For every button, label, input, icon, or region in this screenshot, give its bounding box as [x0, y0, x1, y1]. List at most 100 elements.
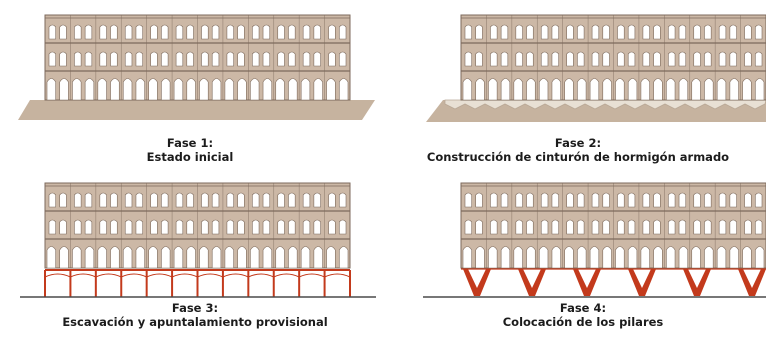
arch	[122, 78, 133, 101]
arch	[224, 78, 234, 101]
window	[124, 24, 133, 40]
window	[617, 219, 625, 235]
shoring-brace	[273, 273, 300, 278]
window	[718, 219, 727, 235]
window	[338, 219, 347, 235]
building-facade	[44, 182, 351, 269]
window	[678, 192, 687, 208]
arch	[640, 246, 650, 269]
window	[262, 192, 271, 208]
window	[110, 24, 118, 40]
window	[288, 24, 296, 40]
shoring-brace	[324, 273, 351, 278]
window	[526, 24, 534, 40]
window	[237, 24, 245, 40]
window	[464, 24, 473, 40]
window	[693, 51, 701, 67]
arch	[161, 78, 171, 101]
shoring-brace	[248, 273, 274, 278]
ground-slab-shape	[18, 100, 375, 120]
belt-shape	[444, 99, 766, 110]
arch	[148, 78, 158, 101]
phase-2-panel: Fase 2: Construcción de cinturón de horm…	[383, 0, 766, 175]
window	[124, 51, 133, 67]
window	[328, 24, 336, 40]
window	[642, 24, 650, 40]
temporary-shoring	[44, 269, 351, 297]
v-pillar	[628, 269, 656, 296]
window	[201, 219, 209, 235]
v-pillar	[463, 269, 491, 296]
window	[475, 24, 483, 40]
window	[744, 192, 752, 208]
window	[84, 51, 93, 67]
window	[110, 51, 118, 67]
building-facade	[460, 182, 766, 269]
window	[201, 51, 209, 67]
window	[744, 219, 752, 235]
window	[237, 192, 245, 208]
window	[288, 192, 296, 208]
window	[515, 51, 523, 67]
arch	[678, 246, 689, 269]
arch	[716, 78, 727, 101]
window	[59, 51, 67, 67]
shoring-brace	[146, 273, 173, 278]
window	[252, 192, 260, 208]
window	[237, 51, 245, 67]
window	[475, 219, 483, 235]
window	[252, 24, 260, 40]
window	[718, 192, 727, 208]
arch	[97, 78, 107, 101]
building-facade	[44, 14, 351, 101]
arch	[275, 246, 285, 269]
window	[277, 219, 285, 235]
phase-1-label: Fase 1:	[166, 136, 214, 150]
arch	[300, 78, 311, 101]
window	[175, 192, 184, 208]
arch	[97, 246, 107, 269]
arch	[475, 78, 485, 101]
window	[48, 192, 57, 208]
window	[551, 192, 559, 208]
arch	[122, 246, 133, 269]
building-facade	[460, 14, 766, 101]
window	[577, 219, 585, 235]
window	[668, 51, 676, 67]
window	[59, 219, 67, 235]
phase-2-label: Fase 2:	[554, 136, 602, 150]
window	[540, 192, 549, 208]
window	[59, 24, 67, 40]
phase-3-label: Fase 3:	[171, 301, 219, 315]
arch	[262, 78, 273, 101]
arch	[716, 246, 727, 269]
window	[48, 24, 57, 40]
arch	[135, 246, 145, 269]
window	[500, 24, 509, 40]
window	[338, 51, 347, 67]
v-pillar	[738, 269, 766, 296]
window	[211, 51, 220, 67]
window	[642, 192, 650, 208]
window	[150, 51, 158, 67]
arch	[237, 246, 247, 269]
window	[262, 24, 271, 40]
concrete-belt	[444, 99, 766, 110]
arch	[110, 246, 120, 269]
window	[161, 192, 169, 208]
arch	[691, 78, 701, 101]
arch	[173, 78, 184, 101]
window	[526, 51, 534, 67]
window	[653, 24, 661, 40]
window	[313, 51, 321, 67]
window	[328, 51, 336, 67]
arch	[666, 78, 676, 101]
window	[135, 219, 143, 235]
arch	[326, 78, 336, 101]
shoring-brace	[70, 273, 97, 278]
arch	[59, 78, 69, 101]
phase-3-caption: Fase 3: Escavación y apuntalamiento prov…	[40, 301, 350, 329]
window	[744, 51, 752, 67]
window	[551, 24, 559, 40]
window	[642, 51, 650, 67]
